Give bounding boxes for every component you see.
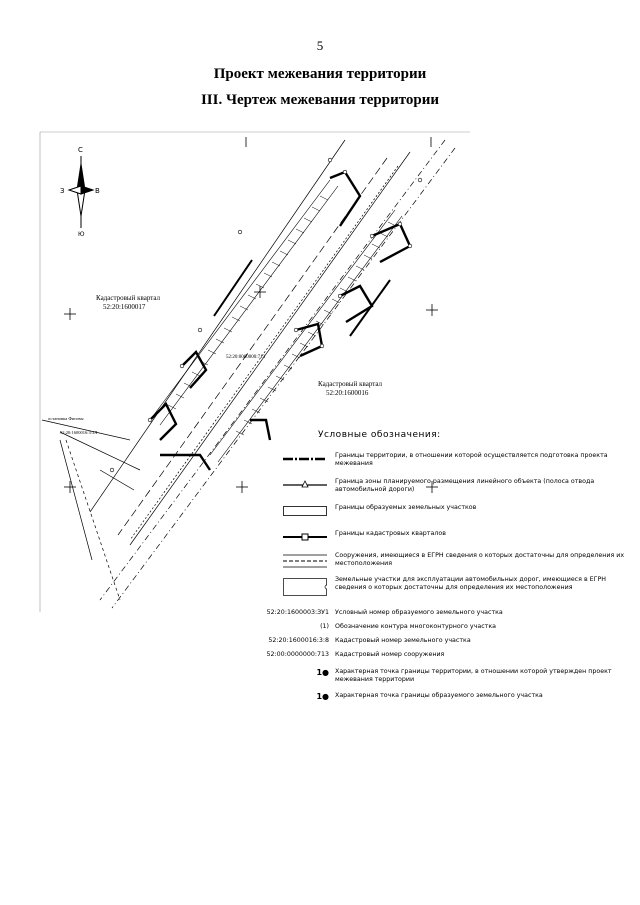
territory-boundary — [149, 170, 412, 471]
quarter-left-line1: Кадастровый квартал — [96, 294, 161, 302]
legend-text: Обозначение контура многоконтурного учас… — [335, 623, 496, 630]
legend-text: Кадастровый номер земельного участка — [335, 637, 471, 644]
parcel-label: 52:20:1600016:3:3Л — [60, 430, 97, 435]
legend-text: Сооружения, имеющиеся в ЕГРН сведения о … — [335, 552, 625, 567]
legend-code: 1● — [316, 668, 329, 677]
legend-text: Характерная точка границы территории, в … — [335, 668, 612, 683]
legend-code: 52:20:1600016:3:8 — [268, 637, 329, 644]
right-of-way-lines — [89, 139, 456, 609]
quarter-left-line2: 52:20:1600017 — [103, 303, 146, 311]
section-title: III. Чертеж межевания территории — [200, 92, 440, 108]
legend-text: Границы кадастровых кварталов — [335, 530, 446, 537]
quarter-right-line2: 52:20:1600016 — [326, 389, 369, 397]
legend-code: (1) — [320, 623, 329, 630]
road-hatching — [149, 179, 403, 463]
compass-south-label: Ю — [78, 231, 85, 238]
legend-code: 1● — [316, 692, 329, 701]
road-parcel-symbol — [283, 578, 327, 596]
compass-west-label: З — [60, 187, 65, 195]
legend-text: Границы территории, в отношении которой … — [335, 452, 608, 467]
document-title: Проект межевания территории — [213, 66, 427, 82]
parcel-boundary-symbol — [283, 506, 327, 516]
legend-text: Граница зоны планируемого размещения лин… — [335, 478, 595, 493]
legend-code: 52:00:0000000:713 — [266, 651, 329, 658]
legend-heading: Условные обозначения: — [318, 430, 441, 440]
legend-text: Условный номер образуемого земельного уч… — [335, 609, 503, 616]
grid-crosses — [64, 137, 438, 493]
legend-text: Земельные участки для эксплуатации автом… — [335, 576, 607, 591]
side-road — [41, 419, 141, 601]
legend-text: Границы образуемых земельных участков — [335, 504, 477, 511]
page-number: 5 — [316, 38, 324, 53]
legend-text: Кадастровый номер сооружения — [335, 651, 445, 658]
legend-code: 52:20:1600003:ЗУ1 — [266, 609, 329, 616]
compass-rose — [67, 156, 95, 228]
quarter-right-line1: Кадастровый квартал — [318, 380, 383, 388]
legend-text: Характерная точка границы образуемого зе… — [335, 692, 543, 699]
road-cadastral-label: 52:20:0000000:713 — [226, 355, 266, 360]
hatch-ticks-left — [167, 195, 329, 410]
quarter-boundary-symbol — [283, 533, 327, 541]
compass-north-label: С — [78, 146, 83, 154]
zone-boundary-symbol — [283, 480, 327, 488]
structure-symbol — [283, 554, 327, 568]
boundary-points — [109, 157, 423, 473]
hatch-ticks-right — [235, 221, 397, 436]
compass-east-label: В — [95, 187, 100, 195]
stop-label: остановка Фиговы — [48, 416, 84, 421]
territory-boundary-symbol — [283, 457, 327, 461]
